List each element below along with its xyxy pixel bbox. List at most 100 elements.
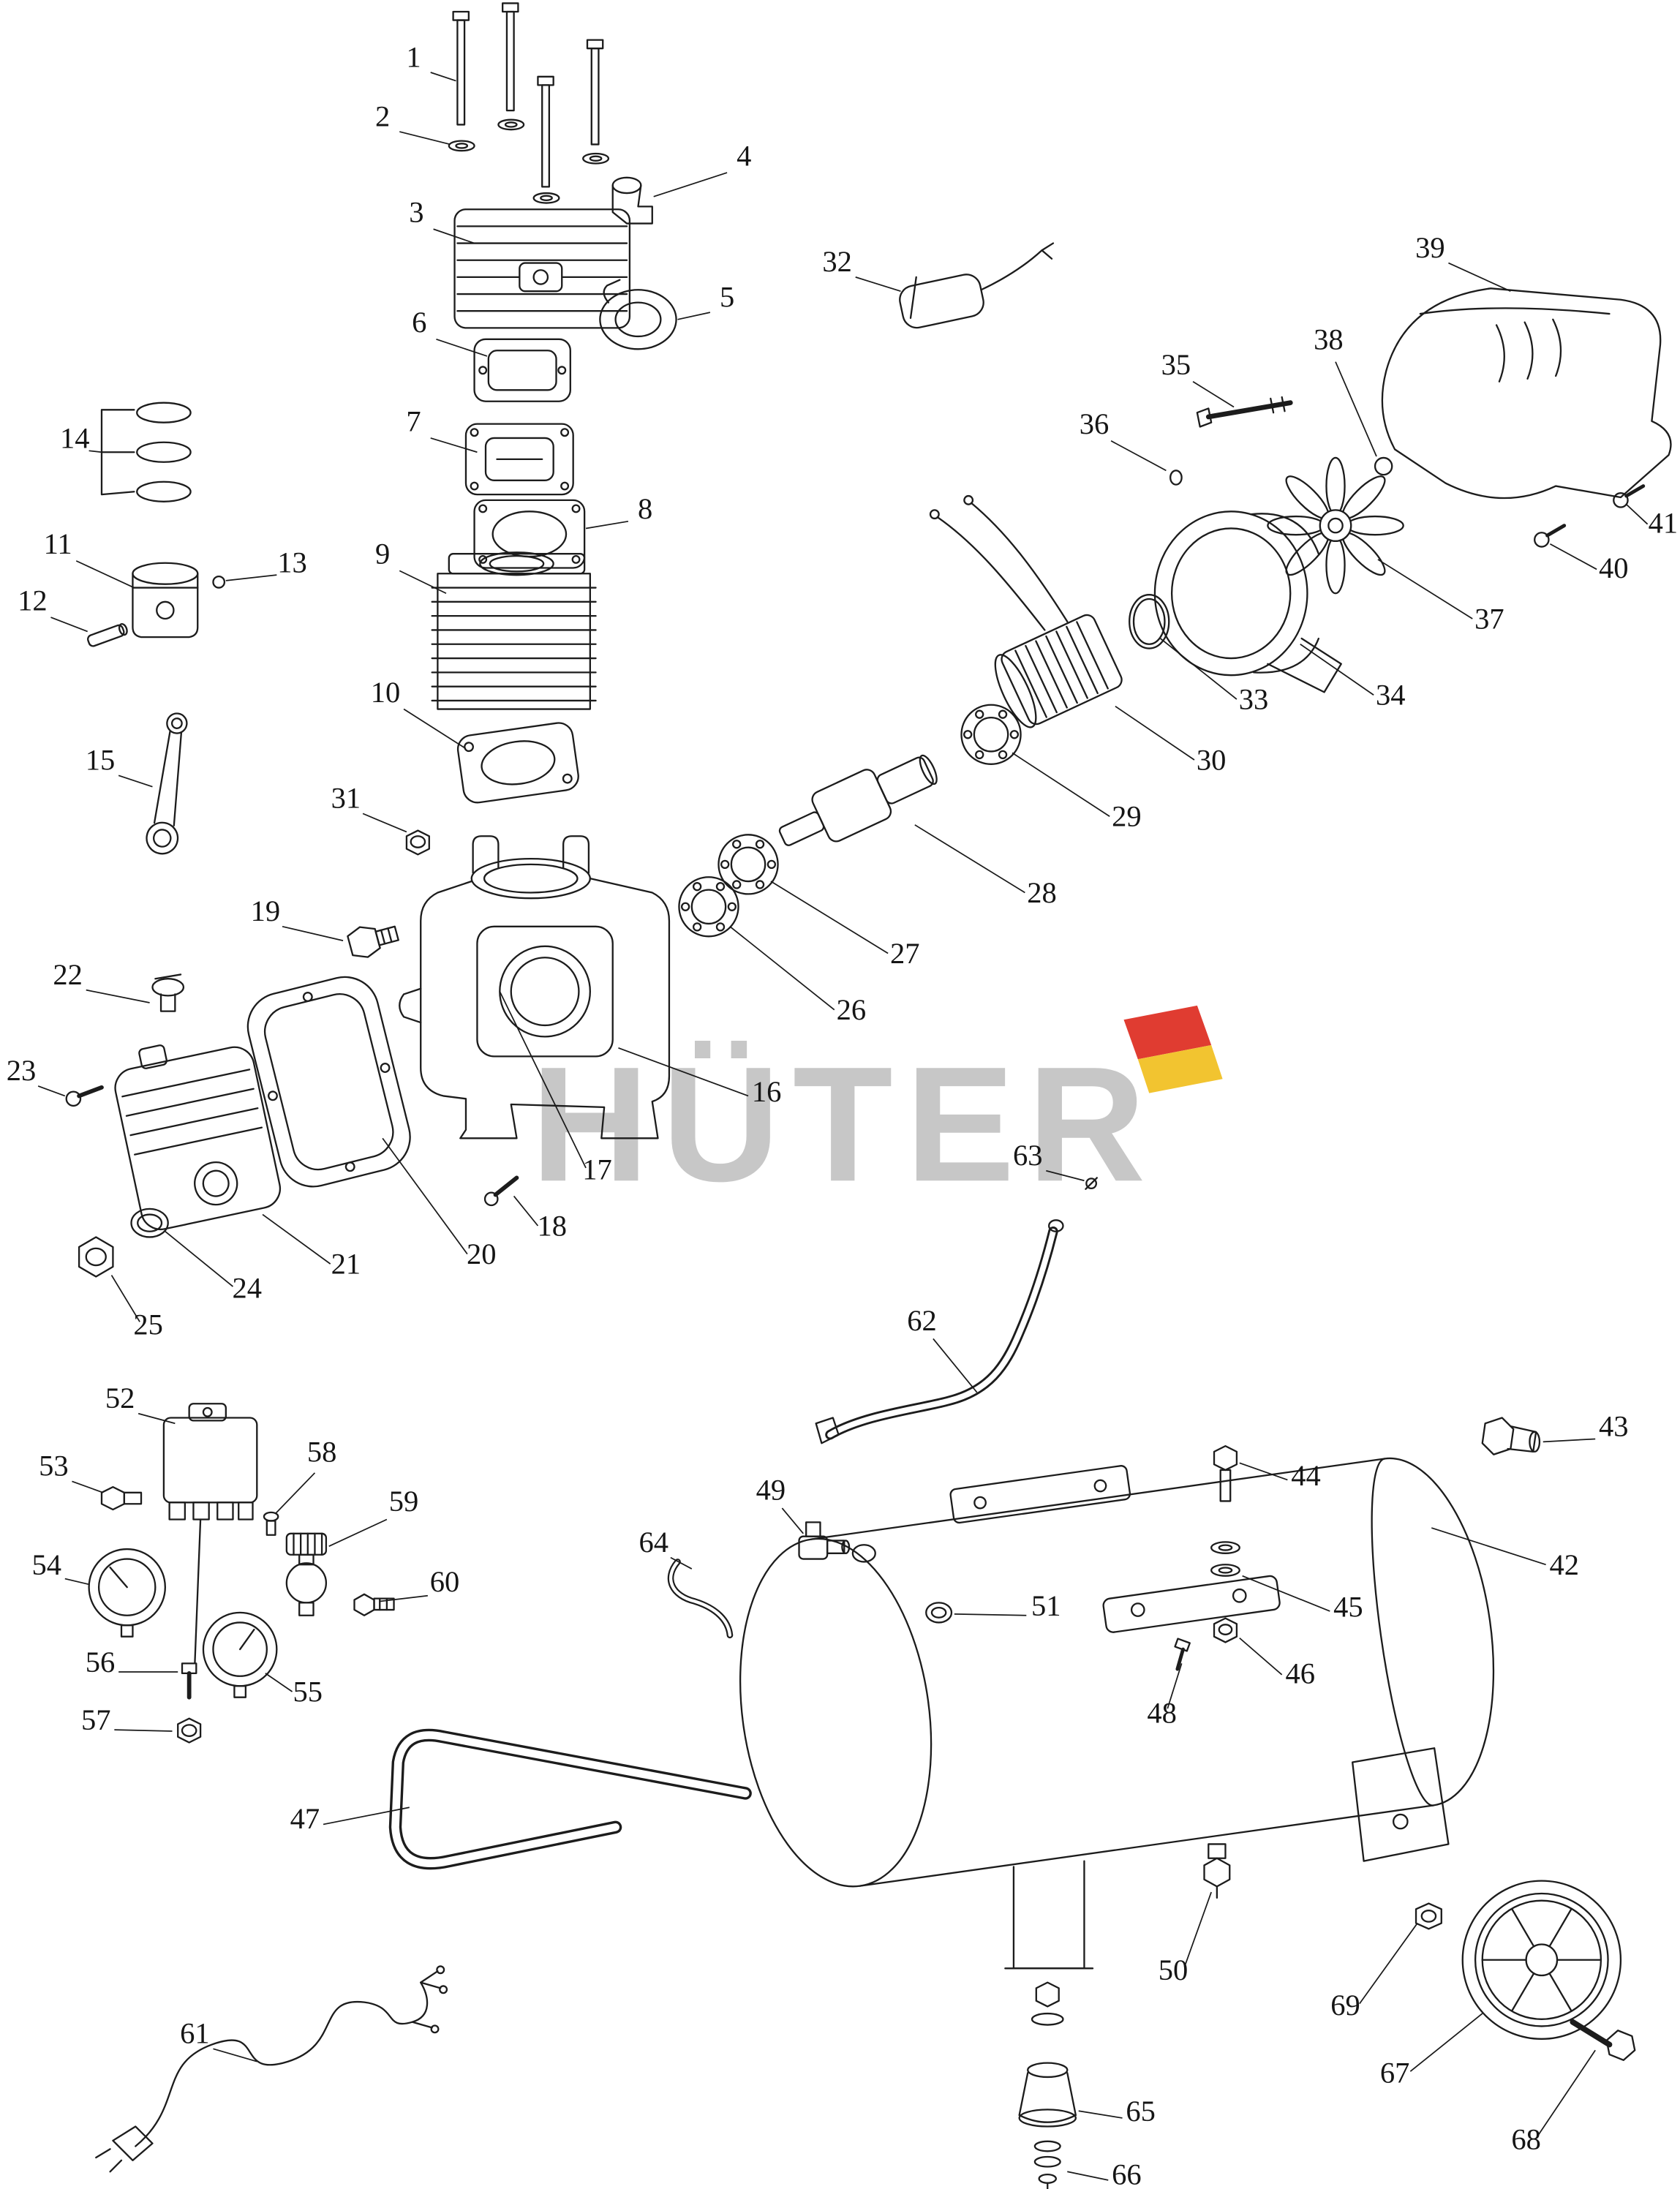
callout-leader-28 (914, 824, 1025, 894)
motor-o-ring (1129, 594, 1170, 649)
capacitor (899, 242, 1055, 329)
callout-leader-36 (1110, 440, 1167, 472)
callout-label-67: 67 (1380, 2057, 1410, 2090)
callout-leader-66 (1067, 2171, 1109, 2181)
air-filter-muffler (599, 279, 677, 350)
switch-screw (181, 1662, 197, 1700)
callout-label-42: 42 (1549, 1548, 1579, 1581)
fan-clip (1374, 456, 1393, 476)
callout-label-17: 17 (582, 1153, 612, 1186)
elbow-fitting (611, 176, 653, 225)
callout-leader-55 (265, 1673, 293, 1692)
callout-leader-44 (1239, 1462, 1288, 1481)
callout-label-37: 37 (1474, 603, 1504, 636)
callout-leader-9 (399, 570, 447, 595)
pin-clip (212, 575, 226, 589)
callout-leader-60 (380, 1594, 428, 1602)
callout-leader-29 (1012, 752, 1110, 817)
callout-leader-32 (855, 276, 901, 293)
oil-plug (78, 1236, 114, 1278)
callout-label-32: 32 (822, 245, 852, 278)
callout-leader-53 (72, 1480, 104, 1493)
watermark-text: HÜTER (531, 1033, 1159, 1216)
callout-leader-20 (382, 1137, 468, 1255)
callout-label-27: 27 (890, 937, 920, 970)
callout-leader-13 (225, 574, 277, 581)
callout-label-54: 54 (31, 1548, 61, 1581)
callout-label-1: 1 (406, 40, 421, 73)
callout-leader-18 (513, 1195, 539, 1227)
callout-label-45: 45 (1333, 1591, 1363, 1624)
callout-leader-59 (328, 1518, 388, 1547)
callout-leader-52 (138, 1412, 176, 1425)
callout-leader-3 (433, 228, 475, 244)
safety-valve (798, 1521, 851, 1560)
wheel (1461, 1880, 1622, 2040)
callout-label-24: 24 (233, 1271, 263, 1304)
callout-label-36: 36 (1080, 407, 1110, 440)
callout-leader-62 (933, 1338, 978, 1393)
callout-label-66: 66 (1112, 2158, 1142, 2189)
callout-leader-34 (1300, 644, 1374, 696)
brand-flag-red (1123, 1005, 1212, 1060)
head-gasket-upper (473, 338, 571, 402)
pressure-gauge-large (88, 1548, 166, 1638)
callout-label-62: 62 (907, 1304, 937, 1337)
callout-label-6: 6 (412, 306, 426, 339)
flange-nut (405, 829, 430, 856)
callout-leader-6 (436, 338, 488, 357)
callout-label-59: 59 (389, 1485, 419, 1518)
callout-label-2: 2 (375, 99, 390, 132)
callout-label-4: 4 (737, 139, 751, 172)
callout-label-49: 49 (756, 1473, 786, 1506)
callout-leader-49 (781, 1507, 804, 1534)
callout-leader-46 (1239, 1637, 1283, 1676)
callout-leader-69 (1359, 1923, 1418, 2005)
callout-leader-15 (118, 775, 153, 788)
callout-label-12: 12 (18, 584, 48, 617)
watermark: HÜTER (531, 1005, 1223, 1216)
callout-leader-40 (1550, 543, 1597, 570)
rubber-foot-stack (1018, 1981, 1077, 2189)
cylinder-gasket (456, 722, 579, 804)
callout-label-50: 50 (1159, 1953, 1189, 1986)
callout-label-64: 64 (639, 1526, 668, 1559)
callout-label-56: 56 (86, 1646, 116, 1679)
callout-leader-24 (165, 1231, 234, 1287)
callout-label-11: 11 (44, 527, 72, 560)
drain-valve (1203, 1843, 1231, 1899)
motor-housing (1153, 510, 1342, 693)
breather-plug (151, 973, 185, 1012)
bracket-screw (1174, 1638, 1191, 1671)
callout-leader-11 (75, 560, 135, 589)
shroud-screw-upper (1613, 484, 1646, 508)
callout-leader-10 (403, 708, 467, 750)
fan (1267, 456, 1404, 595)
callout-leader-7 (430, 437, 478, 453)
crankshaft (778, 754, 938, 846)
fan-shroud (1381, 287, 1672, 500)
callout-label-48: 48 (1147, 1696, 1177, 1729)
switch-nut (177, 1717, 202, 1744)
callout-label-33: 33 (1239, 683, 1269, 716)
callout-label-8: 8 (638, 492, 652, 525)
regulator (285, 1532, 328, 1616)
callout-label-63: 63 (1013, 1139, 1043, 1172)
callout-label-7: 7 (406, 404, 421, 437)
callout-leader-35 (1192, 380, 1235, 408)
callout-label-5: 5 (720, 280, 734, 313)
callout-label-28: 28 (1027, 876, 1057, 909)
callout-label-13: 13 (277, 546, 307, 579)
callout-leader-51 (954, 1613, 1027, 1616)
cylinder-head (453, 208, 631, 329)
callout-leader-1 (430, 72, 456, 82)
callout-label-38: 38 (1314, 323, 1344, 355)
callout-leader-48 (1167, 1663, 1183, 1709)
callout-leader-67 (1409, 2013, 1483, 2072)
callout-label-31: 31 (331, 782, 361, 815)
head-bolt-washers (448, 118, 610, 204)
callout-label-55: 55 (293, 1676, 323, 1708)
callout-leader-23 (37, 1085, 66, 1097)
